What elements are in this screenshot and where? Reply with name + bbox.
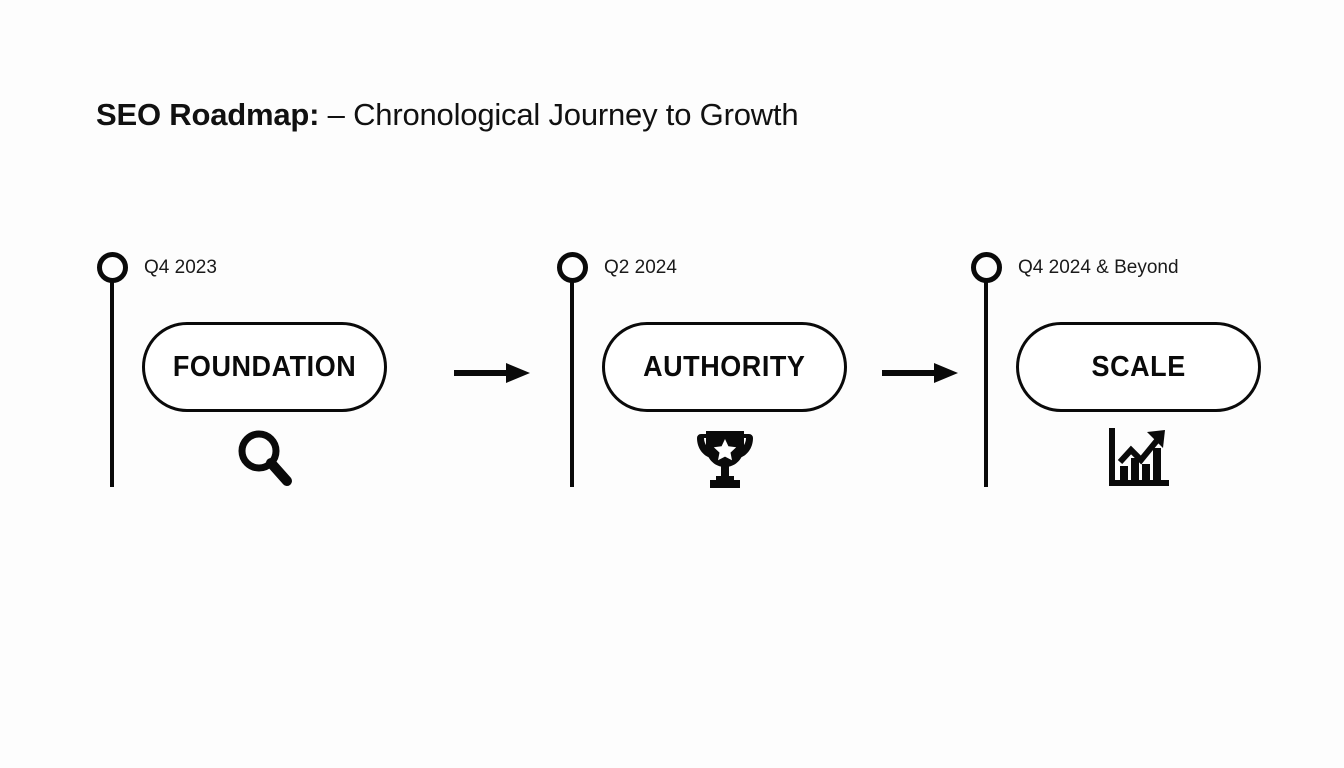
stage-date-label: Q2 2024	[604, 257, 677, 278]
stage-pill-label: SCALE	[1091, 350, 1186, 383]
arrow-right-icon	[882, 363, 958, 383]
timeline-stage-authority[interactable]: Q2 2024 AUTHORITY	[556, 250, 856, 495]
pin-stem	[110, 281, 114, 487]
connector-arrow-2	[880, 360, 960, 386]
stage-icon-wrap	[1016, 426, 1261, 492]
page-title-regular: – Chronological Journey to Growth	[319, 97, 799, 132]
stage-icon-wrap	[602, 426, 847, 492]
pin-stem	[570, 281, 574, 487]
stage-pill-label: FOUNDATION	[172, 350, 357, 383]
trophy-icon	[696, 431, 753, 488]
page-title: SEO Roadmap: – Chronological Journey to …	[96, 94, 799, 136]
pin-circle-icon	[97, 252, 128, 283]
timeline-stage-foundation[interactable]: Q4 2023 FOUNDATION	[96, 250, 396, 495]
timeline-pin	[556, 250, 588, 490]
arrow-right-icon	[454, 363, 530, 383]
magnifier-icon	[238, 430, 292, 486]
timeline-pin	[970, 250, 1002, 490]
page-title-bold: SEO Roadmap:	[96, 97, 320, 132]
pin-stem	[984, 281, 988, 487]
stage-date-label: Q4 2023	[144, 257, 217, 278]
stage-pill-label: AUTHORITY	[643, 350, 806, 383]
stage-pill-foundation[interactable]: FOUNDATION	[142, 322, 387, 412]
growth-chart-icon	[1108, 428, 1169, 486]
stage-pill-scale[interactable]: SCALE	[1016, 322, 1261, 412]
pin-circle-icon	[557, 252, 588, 283]
pin-circle-icon	[971, 252, 1002, 283]
stage-pill-authority[interactable]: AUTHORITY	[602, 322, 847, 412]
stage-date-label: Q4 2024 & Beyond	[1018, 257, 1179, 278]
connector-arrow-1	[452, 360, 532, 386]
timeline-pin	[96, 250, 128, 490]
timeline-stage-scale[interactable]: Q4 2024 & Beyond SCALE	[970, 250, 1270, 495]
stage-icon-wrap	[142, 426, 387, 492]
